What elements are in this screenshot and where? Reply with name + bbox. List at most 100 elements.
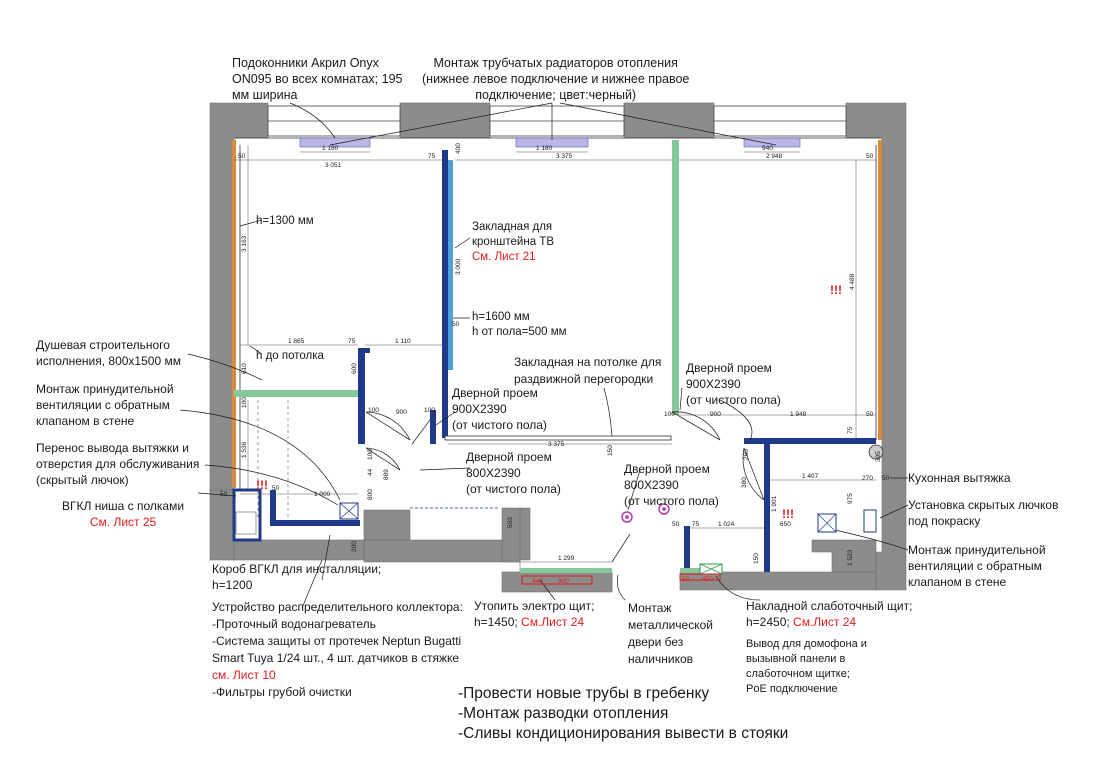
dim-900a: 900 bbox=[396, 409, 407, 416]
label-h1300: h=1300 мм bbox=[256, 215, 314, 227]
partitions bbox=[232, 140, 876, 573]
partition-blue-bath-right bbox=[358, 348, 365, 444]
dimension-lines bbox=[234, 145, 876, 563]
wall-top-2 bbox=[623, 102, 715, 139]
dim-400: 400 bbox=[455, 143, 462, 154]
dim-75a: 75 bbox=[428, 153, 436, 160]
wall-entrance-bottom bbox=[501, 571, 613, 593]
partition-green-entrance bbox=[520, 568, 612, 573]
label-gkl-niche: ВГКЛ ниша с полками См. Лист 25 bbox=[62, 499, 185, 529]
dim-600: 600 bbox=[351, 363, 358, 374]
dim-1000: 1 000 bbox=[314, 491, 331, 498]
insulation bbox=[232, 140, 882, 488]
dim-150: 150 bbox=[607, 445, 614, 456]
partition-blue-mid bbox=[684, 526, 690, 572]
riser-circle bbox=[868, 444, 884, 460]
dim-100e: 100 bbox=[241, 397, 248, 408]
label-intercom: Вывод для домофона и вызывной панели в с… bbox=[746, 638, 867, 695]
partition-blue-toilet bbox=[270, 520, 360, 526]
partition-tv-wall bbox=[442, 150, 448, 438]
dim-975: 975 bbox=[847, 493, 854, 504]
dim-1948: 1 948 bbox=[790, 411, 807, 418]
dim-75d: 75 bbox=[692, 521, 700, 528]
dim-1180b: 1 180 bbox=[536, 145, 553, 152]
dim-380: 380 bbox=[741, 477, 748, 488]
label-vent-left: Монтаж принудительной вентиляции с обрат… bbox=[36, 382, 174, 428]
lowcurrent-red bbox=[679, 573, 721, 581]
dim-100d: 100 bbox=[367, 449, 374, 460]
partition-green-right bbox=[672, 140, 679, 415]
wall-left-top bbox=[209, 102, 269, 491]
partition-blue-kitchen-top bbox=[744, 438, 876, 444]
dim-1536: 1 536 bbox=[241, 441, 248, 458]
label-h-ceiling: h до потолка bbox=[256, 350, 324, 362]
label-lowcurrent: Накладной слаботочный щит; h=2450; См.Ли… bbox=[746, 599, 913, 629]
partition-blue-toilet-left bbox=[270, 490, 276, 526]
door-swings bbox=[365, 411, 765, 563]
dim-3375a: 3 375 bbox=[556, 153, 573, 160]
partition-blue-bath-top bbox=[358, 348, 370, 353]
fixtures bbox=[235, 400, 884, 585]
wall-bottom-right bbox=[679, 571, 877, 591]
dim-50h: 50 bbox=[672, 521, 680, 528]
warning-mark-1: !!! bbox=[830, 283, 842, 297]
toilet-niche bbox=[235, 511, 257, 535]
dim-1024: 1 024 bbox=[718, 521, 735, 528]
dim-440: 440 bbox=[532, 578, 543, 585]
dim-1865: 1 865 bbox=[288, 338, 305, 345]
label-ceiling-mount: Закладная на потолке для раздвижной пере… bbox=[514, 355, 662, 386]
label-h1600: h=1600 мм h от пола=500 мм bbox=[472, 311, 567, 338]
dim-1901: 1 901 bbox=[771, 495, 778, 512]
hood-box bbox=[863, 509, 877, 533]
dim-50b: 50 bbox=[866, 153, 874, 160]
dim-3000: 3 000 bbox=[455, 258, 462, 275]
dim-800: 800 bbox=[367, 489, 374, 500]
dim-50i: 50 bbox=[682, 576, 690, 583]
label-panel: Утопить электро щит; h=1450; См.Лист 24 bbox=[474, 599, 595, 629]
radiator-3 bbox=[743, 137, 801, 148]
wall-bottom-left-1 bbox=[209, 489, 235, 561]
partition-blue-corridor bbox=[430, 410, 436, 444]
label-sills: Подоконники Акрил Onyx ON095 во всех ком… bbox=[232, 56, 403, 102]
general-notes: -Провести новые трубы в гребенку -Монтаж… bbox=[458, 685, 789, 742]
windows bbox=[267, 105, 847, 137]
dim-4488: 4 488 bbox=[849, 273, 856, 290]
partition-green-bath-top bbox=[234, 390, 360, 397]
dim-260: 260 bbox=[743, 449, 750, 460]
dim-150b: 150 bbox=[753, 553, 760, 564]
dim-50e: 50 bbox=[220, 491, 228, 498]
partition-tv-mount bbox=[448, 160, 453, 370]
dim-200: 200 bbox=[351, 541, 358, 552]
label-collector: Устройство распределительного коллектора… bbox=[212, 600, 463, 699]
ceiling-light-1-inner bbox=[625, 515, 629, 519]
dim-100b: 100 bbox=[424, 407, 435, 414]
dim-650: 650 bbox=[780, 521, 791, 528]
partition-green-low bbox=[680, 568, 712, 573]
dim-3375b: 3 375 bbox=[548, 441, 565, 448]
warning-mark-3: !!! bbox=[782, 507, 794, 521]
dim-3163: 3 163 bbox=[241, 235, 248, 252]
dim-50f: 50 bbox=[272, 485, 280, 492]
label-exhaust-move: Перенос вывода вытяжки и отверстия для о… bbox=[36, 441, 200, 487]
dim-610: 610 bbox=[241, 363, 248, 374]
dim-1110: 1 110 bbox=[395, 338, 411, 345]
dim-1407: 1 407 bbox=[802, 473, 819, 480]
dim-300: 300 bbox=[558, 578, 569, 585]
warning-mark-2: !!! bbox=[256, 478, 268, 492]
partition-blue-kitchen-left bbox=[764, 444, 770, 572]
electric-panel-red bbox=[521, 575, 593, 585]
label-shower: Душевая строительного исполнения, 800x15… bbox=[36, 338, 181, 368]
dim-1180a: 1 180 bbox=[322, 145, 339, 152]
dim-450: 450 bbox=[702, 576, 713, 583]
dim-50g: 50 bbox=[882, 475, 890, 482]
wall-top-1 bbox=[399, 102, 491, 139]
label-metal-door: Монтаж металлической двери без наличнико… bbox=[628, 601, 713, 666]
dim-1299: 1 299 bbox=[558, 555, 575, 562]
label-door-800-center: Дверной проем 800X2390 (от чистого пола) bbox=[466, 450, 561, 496]
ceiling-light-2-inner bbox=[662, 507, 666, 511]
dim-75c: 75 bbox=[847, 426, 854, 434]
dim-100c: 100 bbox=[664, 411, 675, 418]
wall-bottom-center bbox=[363, 509, 411, 541]
dim-3051: 3 051 bbox=[325, 162, 342, 169]
